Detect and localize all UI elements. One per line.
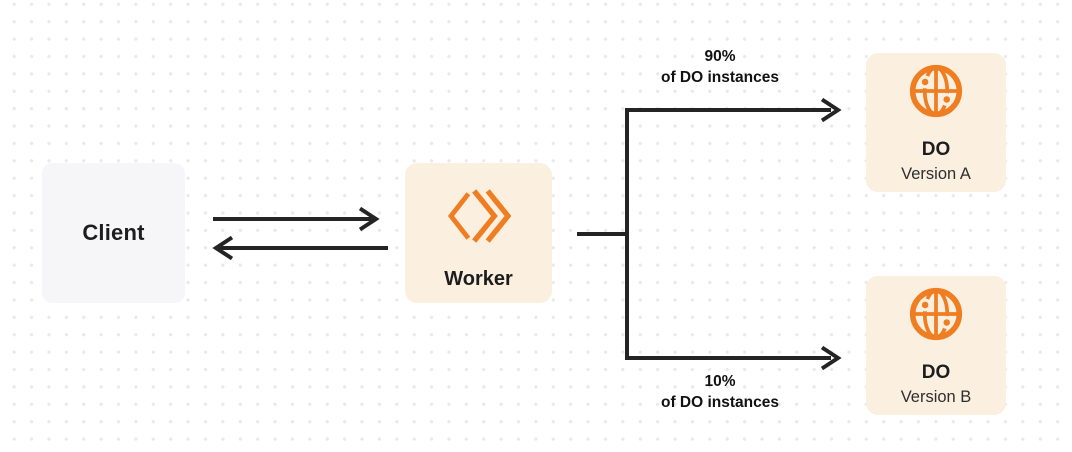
client-label: Client — [82, 220, 145, 245]
split-bottom-caption: of DO instances — [661, 394, 779, 411]
do-b-title: DO — [921, 362, 951, 383]
arrowhead-right-icon — [358, 206, 380, 232]
do-b-subtitle: Version B — [900, 388, 972, 406]
split-top-percent: 90% — [704, 48, 736, 65]
durable-object-globe-icon — [909, 64, 963, 118]
split-top-label: 90% of DO instances — [617, 46, 823, 88]
split-top-caption: of DO instances — [661, 69, 779, 86]
fork-lines — [625, 108, 831, 360]
arrowhead-to-do-b-icon — [820, 345, 842, 371]
do-version-b-node: DO Version B — [866, 276, 1006, 415]
do-version-a-node: DO Version A — [866, 53, 1006, 192]
arrowhead-left-icon — [212, 235, 234, 261]
client-node: Client — [42, 163, 185, 303]
do-a-title: DO — [921, 139, 951, 160]
durable-object-globe-icon — [909, 287, 963, 341]
worker-label: Worker — [444, 268, 513, 290]
cloudflare-workers-icon — [447, 189, 511, 243]
split-bottom-percent: 10% — [704, 373, 736, 390]
do-a-subtitle: Version A — [901, 165, 971, 183]
split-bottom-label: 10% of DO instances — [617, 371, 823, 413]
arrowhead-to-do-a-icon — [820, 97, 842, 123]
worker-node: Worker — [405, 163, 552, 303]
